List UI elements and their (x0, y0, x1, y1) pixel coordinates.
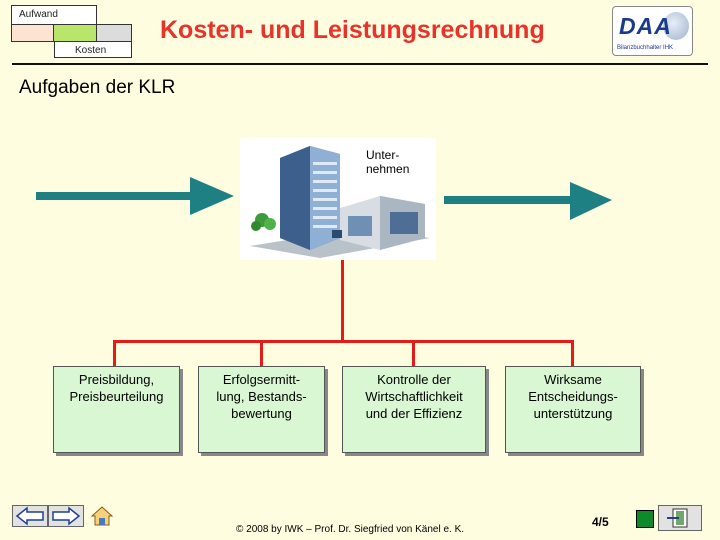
next-button[interactable] (48, 505, 84, 527)
task-card-preisbildung: Preisbildung, Preisbeurteilung (53, 366, 180, 453)
status-square[interactable] (636, 510, 654, 528)
task-card-label: Preisbildung, Preisbeurteilung (69, 372, 164, 404)
task-card-label: Kontrolle der Wirtschaftlichkeit und der… (365, 372, 463, 421)
overlap-row (11, 24, 132, 42)
logo-subtitle: Bilanzbuchhalter IHK (617, 45, 674, 51)
kosten-box: Kosten (54, 41, 132, 58)
aufwand-label: Aufwand (19, 9, 58, 20)
tree-drop-3 (412, 340, 415, 366)
arrow-left-icon (15, 506, 44, 526)
home-button[interactable] (90, 505, 114, 527)
page-number: 4/5 (592, 515, 609, 529)
task-card-kontrolle: Kontrolle der Wirtschaftlichkeit und der… (342, 366, 486, 453)
output-arrow-icon (444, 182, 612, 220)
office-building-icon (250, 146, 430, 258)
task-card-erfolgsermittlung: Erfolgsermitt- lung, Bestands- bewertung (198, 366, 325, 453)
tree-drop-2 (260, 340, 263, 366)
globe-icon (663, 12, 689, 40)
kosten-label: Kosten (75, 45, 107, 56)
section-title: Aufgaben der KLR (19, 77, 176, 98)
header-divider (12, 63, 708, 65)
task-card-label: Erfolgsermitt- lung, Bestands- bewertung (216, 372, 307, 421)
exit-icon (667, 508, 688, 528)
company-label: Unter- nehmen (366, 148, 410, 176)
company-building-image: Unter- nehmen (240, 138, 436, 260)
tree-drop-4 (571, 340, 574, 366)
arrow-right-icon (52, 506, 81, 526)
exit-button[interactable] (658, 505, 702, 531)
logo-text: DAA (619, 13, 672, 39)
aufwand-kosten-diagram: Aufwand Kosten (11, 5, 132, 58)
task-card-label: Wirksame Entscheidungs- unterstützung (528, 372, 618, 421)
page-title: Kosten- und Leistungsrechnung (160, 16, 545, 44)
aufwand-box: Aufwand (11, 5, 97, 25)
daa-logo: DAA Bilanzbuchhalter IHK (612, 6, 693, 56)
prev-button[interactable] (12, 505, 48, 527)
tree-branch (113, 340, 574, 343)
task-card-entscheidung: Wirksame Entscheidungs- unterstützung (505, 366, 641, 453)
tree-drop-1 (113, 340, 116, 366)
home-icon (90, 506, 114, 526)
overlap-cell (53, 24, 97, 42)
tree-trunk (341, 260, 344, 340)
copyright-footer: © 2008 by IWK – Prof. Dr. Siegfried von … (236, 524, 465, 535)
neutral-cell (11, 24, 54, 42)
additional-cell (96, 24, 132, 42)
input-arrow-icon (36, 177, 234, 215)
